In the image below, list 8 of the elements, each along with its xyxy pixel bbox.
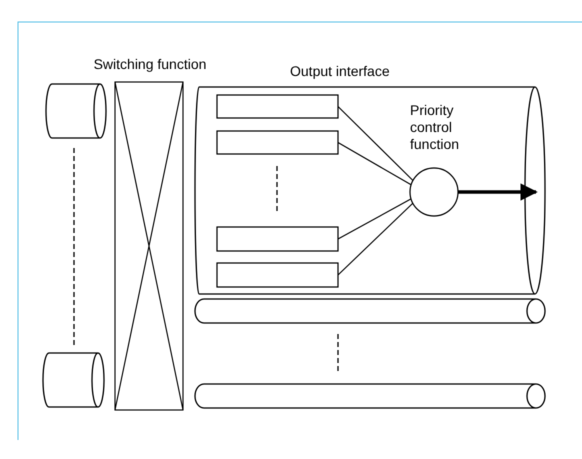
heading-label: Switching function [92,56,208,73]
arrow [458,183,538,201]
connector-line [338,142,412,186]
connector-line [338,106,414,181]
function-label: Priority control function [410,102,460,153]
connector-line [338,198,412,240]
heading-label: Output interface [290,63,391,80]
connector-line [338,202,414,276]
